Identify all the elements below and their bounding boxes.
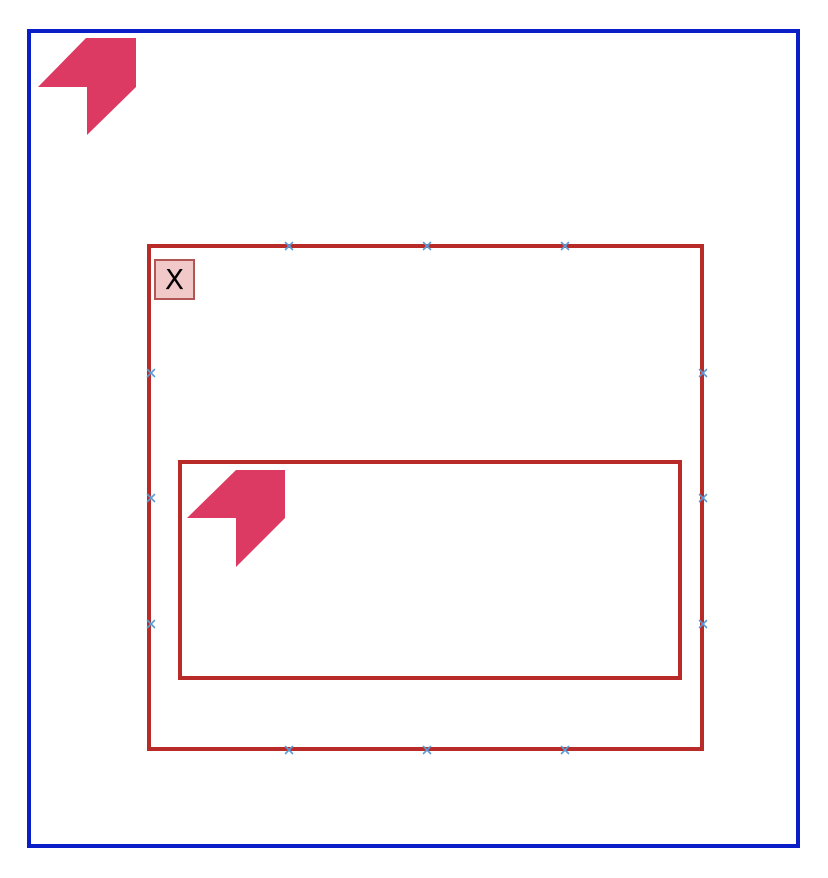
resize-handle-5[interactable]	[422, 745, 432, 755]
close-button-label: X	[164, 262, 185, 296]
outer-frame	[27, 29, 800, 848]
resize-handle-12[interactable]	[698, 619, 708, 629]
resize-handle-3[interactable]	[560, 241, 570, 251]
resize-handle-4[interactable]	[284, 745, 294, 755]
close-button[interactable]: X	[154, 259, 195, 300]
resize-handles[interactable]	[146, 241, 708, 755]
inner-container[interactable]	[178, 460, 682, 680]
resize-handle-11[interactable]	[698, 493, 708, 503]
resize-handle-10[interactable]	[698, 368, 708, 378]
bookmark-arrow-icon	[187, 470, 285, 567]
resize-handle-6[interactable]	[560, 745, 570, 755]
resize-handle-9[interactable]	[146, 619, 156, 629]
resize-handle-1[interactable]	[284, 241, 294, 251]
resize-handle-7[interactable]	[146, 368, 156, 378]
bookmark-arrow-icon	[38, 38, 136, 135]
resize-handle-2[interactable]	[422, 241, 432, 251]
resize-handle-8[interactable]	[146, 493, 156, 503]
